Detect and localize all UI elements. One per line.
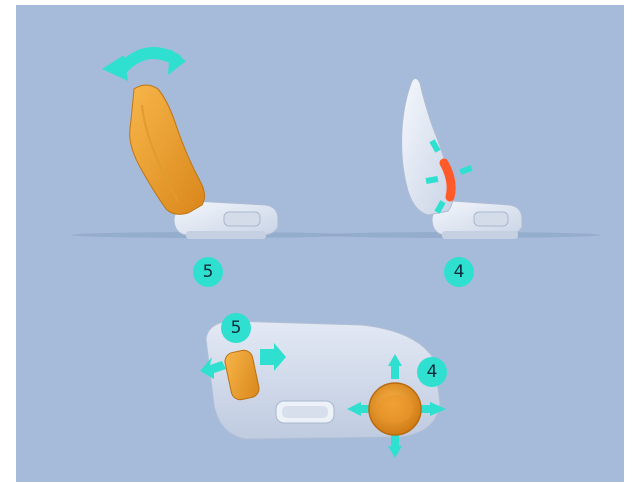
callout-badge-right-seat: 4	[444, 257, 474, 287]
left-seat	[71, 85, 351, 239]
callout-badge-left-seat: 5	[193, 257, 223, 287]
callout-badge-panel-lumbar: 4	[417, 357, 447, 387]
recline-arrow-icon	[102, 49, 186, 81]
diagram-canvas: 5 4 5 4	[16, 5, 624, 482]
right-seat	[321, 78, 601, 239]
callout-badge-panel-recline: 5	[221, 313, 251, 343]
seat-illustration	[16, 5, 624, 482]
